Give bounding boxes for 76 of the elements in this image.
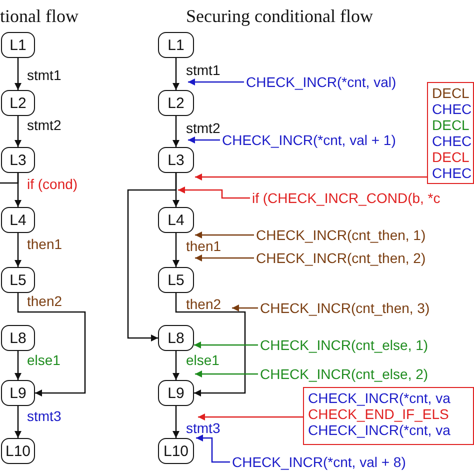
flow-arrow xyxy=(14,233,22,267)
code-line: CHECK_INCR(*cnt, va xyxy=(308,390,452,406)
code-line: DECL xyxy=(432,149,469,165)
code-line: DECL xyxy=(432,117,469,133)
heading: Securing conditional flow xyxy=(186,6,373,27)
edge-label: then1 xyxy=(186,238,222,254)
location-node: L3 xyxy=(1,147,35,173)
flow-arrow xyxy=(14,406,22,438)
location-node: L8 xyxy=(1,325,35,351)
code-annotation: CHECK_INCR(cnt_then, 3) xyxy=(260,300,430,316)
edge-label: stmt1 xyxy=(27,67,62,83)
flow-arrow xyxy=(172,406,180,438)
code-annotation: CHECK_INCR(*cnt, val + 8) xyxy=(232,454,406,470)
location-node: L10 xyxy=(158,438,194,464)
code-line: CHEC xyxy=(432,165,469,181)
location-node: L8 xyxy=(158,325,194,351)
edge-label: stmt3 xyxy=(27,408,62,424)
location-node: L2 xyxy=(1,90,35,116)
edge-label: if (cond) xyxy=(27,176,78,192)
flow-arrow xyxy=(172,233,180,267)
code-line: CHEC xyxy=(432,101,469,117)
code-annotation: CHECK_INCR(*cnt, val + 1) xyxy=(222,132,396,148)
location-node: L1 xyxy=(158,32,194,58)
code-listing-box xyxy=(427,82,474,184)
location-node: L1 xyxy=(1,32,35,58)
flow-arrow xyxy=(127,173,177,342)
flow-arrow xyxy=(14,58,22,90)
edge-label: else1 xyxy=(186,352,220,368)
leader-arrow xyxy=(198,414,303,420)
leader-arrow xyxy=(232,304,258,312)
leader-arrow xyxy=(196,434,230,463)
code-annotation: if (CHECK_INCR_COND(b, *c xyxy=(252,190,440,206)
code-annotation: CHECK_INCR(cnt_then, 2) xyxy=(256,250,426,266)
location-node: L3 xyxy=(158,147,194,173)
location-node: L5 xyxy=(1,267,35,293)
flow-arrow xyxy=(14,116,22,147)
location-node: L4 xyxy=(1,207,35,233)
code-line: CHECK_END_IF_ELS xyxy=(308,406,450,422)
code-listing-box xyxy=(303,387,474,445)
code-annotation: CHECK_INCR(*cnt, val) xyxy=(246,74,396,90)
flow-arrow xyxy=(172,116,180,147)
edge-label: else1 xyxy=(27,352,60,368)
code-annotation: CHECK_INCR(cnt_then, 1) xyxy=(256,227,426,243)
leader-arrow xyxy=(195,174,427,180)
code-line: CHECK_INCR(*cnt, va xyxy=(308,422,452,438)
code-line: CHEC xyxy=(432,133,469,149)
flow-arrow xyxy=(172,351,180,380)
leader-arrow xyxy=(188,136,220,144)
location-node: L5 xyxy=(158,267,194,293)
code-annotation: CHECK_INCR(cnt_else, 1) xyxy=(260,337,428,353)
flow-arrow xyxy=(172,58,180,90)
leader-arrow xyxy=(188,78,244,86)
code-line: DECL xyxy=(432,85,469,101)
edge-label: stmt3 xyxy=(186,420,220,436)
leader-arrow xyxy=(195,254,254,262)
flow-arrow xyxy=(14,351,22,380)
location-node: L2 xyxy=(158,90,194,116)
edge-label: then1 xyxy=(27,236,62,252)
edge-label: stmt2 xyxy=(27,117,62,133)
location-node: L9 xyxy=(1,380,35,406)
code-annotation: CHECK_INCR(cnt_else, 2) xyxy=(260,366,428,382)
leader-arrow xyxy=(194,342,258,348)
edge-label: stmt1 xyxy=(186,62,220,78)
leader-arrow xyxy=(178,186,250,199)
heading: tional flow xyxy=(0,6,78,27)
flow-arrow xyxy=(0,173,19,184)
flow-arrow xyxy=(175,293,246,396)
leader-arrow xyxy=(195,370,258,378)
edge-label: stmt2 xyxy=(186,120,220,136)
location-node: L4 xyxy=(158,207,194,233)
location-node: L9 xyxy=(158,380,194,406)
location-node: L10 xyxy=(1,438,35,464)
edge-label: then2 xyxy=(27,293,62,309)
leader-arrow xyxy=(195,232,254,238)
edge-label: then2 xyxy=(186,296,222,312)
flow-arrow xyxy=(17,293,86,396)
